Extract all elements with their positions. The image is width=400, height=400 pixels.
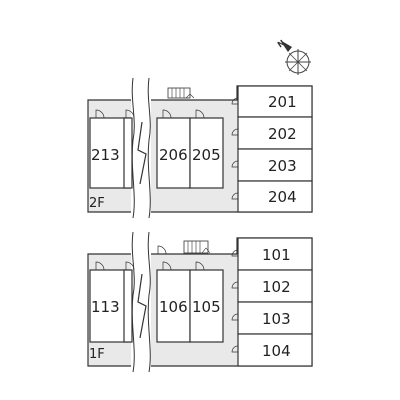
room-204 [237,180,313,213]
room-105-label: 105 [192,298,221,316]
room-213-label: 213 [91,146,120,164]
compass: N [276,38,311,75]
floor-2f-label: 2F [89,196,105,211]
room-103-label: 103 [262,310,291,328]
room-203-label: 203 [268,157,297,175]
room-204-label: 204 [268,188,297,206]
room-104 [237,333,313,367]
north-arrow-icon [280,40,292,52]
stairs-1f-icon [183,240,211,254]
room-203 [237,148,313,182]
room-201-label: 201 [268,93,297,111]
compass-north-label: N [276,38,287,49]
room-103 [237,301,313,335]
room-106 [156,269,191,343]
room-206 [156,117,191,189]
room-101 [237,237,313,271]
floor-1f: 101 102 103 104 113 106 105 1F [87,231,313,373]
stairs-2f-icon [167,87,195,99]
floor-2f: 201 202 203 204 213 206 205 2F [87,77,313,219]
room-202-label: 202 [268,125,297,143]
room-213 [89,117,131,189]
room-113 [89,269,131,343]
room-202 [237,116,313,150]
room-106-label: 106 [159,298,188,316]
room-201 [237,85,313,118]
room-104-label: 104 [262,342,291,360]
room-101-label: 101 [262,246,291,264]
room-205-label: 205 [192,146,221,164]
room-102-label: 102 [262,278,291,296]
room-205 [189,117,224,189]
doors-1f [95,245,239,353]
room-105 [189,269,224,343]
room-102 [237,269,313,303]
doors-2f [95,97,239,200]
floor-1f-label: 1F [89,347,105,362]
room-113-label: 113 [91,298,120,316]
room-206-label: 206 [159,146,188,164]
